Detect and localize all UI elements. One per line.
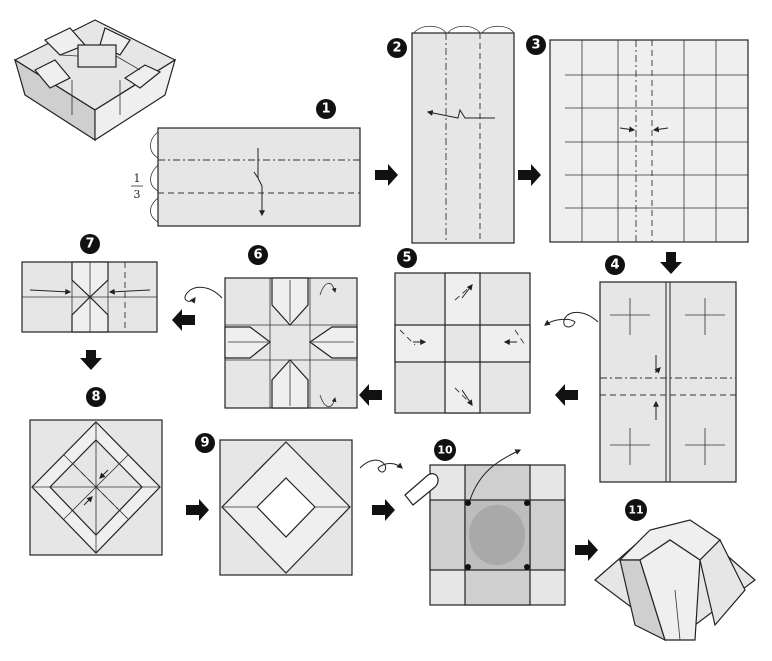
step-1-diagram: 1 3 — [131, 127, 361, 227]
arrow-left-icon — [555, 384, 578, 406]
flow-arrows — [80, 164, 682, 561]
svg-text:7: 7 — [85, 237, 94, 252]
step-8-diagram — [29, 419, 163, 556]
svg-text:3: 3 — [531, 38, 540, 53]
step-badge-5: 5 — [397, 248, 417, 268]
step-badge-8: 8 — [86, 387, 106, 407]
turn-over-arrows — [184, 286, 599, 473]
step-11-diagram — [594, 519, 756, 642]
arrow-right-icon — [575, 539, 598, 561]
step-5-diagram — [394, 272, 531, 414]
arrow-left-icon — [359, 384, 382, 406]
step-4-diagram — [599, 281, 737, 483]
arrow-right-icon — [518, 164, 541, 186]
svg-text:1: 1 — [321, 102, 330, 117]
step-badge-9: 9 — [195, 433, 215, 453]
arrow-down-icon — [660, 252, 682, 274]
step-2-diagram — [411, 25, 515, 244]
step-badge-1: 1 — [316, 99, 336, 119]
step-badge-7: 7 — [80, 234, 100, 254]
step-6-diagram — [224, 277, 358, 409]
svg-text:5: 5 — [402, 251, 411, 266]
arrow-right-icon — [186, 499, 209, 521]
svg-text:10: 10 — [437, 444, 453, 457]
step-badge-2: 2 — [387, 38, 407, 58]
finger-icon — [404, 473, 439, 506]
step-badge-11: 11 — [625, 499, 647, 521]
arrow-right-icon — [375, 164, 398, 186]
step-10-diagram — [404, 449, 566, 606]
step-badge-3: 3 — [526, 35, 546, 55]
finished-box-illustration — [13, 19, 177, 142]
svg-text:11: 11 — [628, 504, 643, 517]
step-3-diagram — [549, 39, 749, 243]
fraction-denominator: 3 — [134, 188, 141, 201]
step-badge-6: 6 — [248, 245, 268, 265]
step-7-diagram — [21, 261, 158, 333]
svg-text:8: 8 — [91, 390, 100, 405]
svg-text:4: 4 — [610, 258, 619, 273]
svg-text:2: 2 — [392, 41, 401, 56]
arrow-down-icon — [80, 350, 102, 370]
svg-text:9: 9 — [200, 436, 209, 451]
arrow-right-icon — [372, 499, 395, 521]
fraction-numerator: 1 — [134, 172, 141, 185]
step-9-diagram — [219, 439, 353, 576]
svg-text:6: 6 — [253, 248, 262, 263]
step-badge-4: 4 — [605, 255, 625, 275]
step-badge-10: 10 — [434, 439, 456, 461]
arrow-left-icon — [172, 309, 195, 331]
